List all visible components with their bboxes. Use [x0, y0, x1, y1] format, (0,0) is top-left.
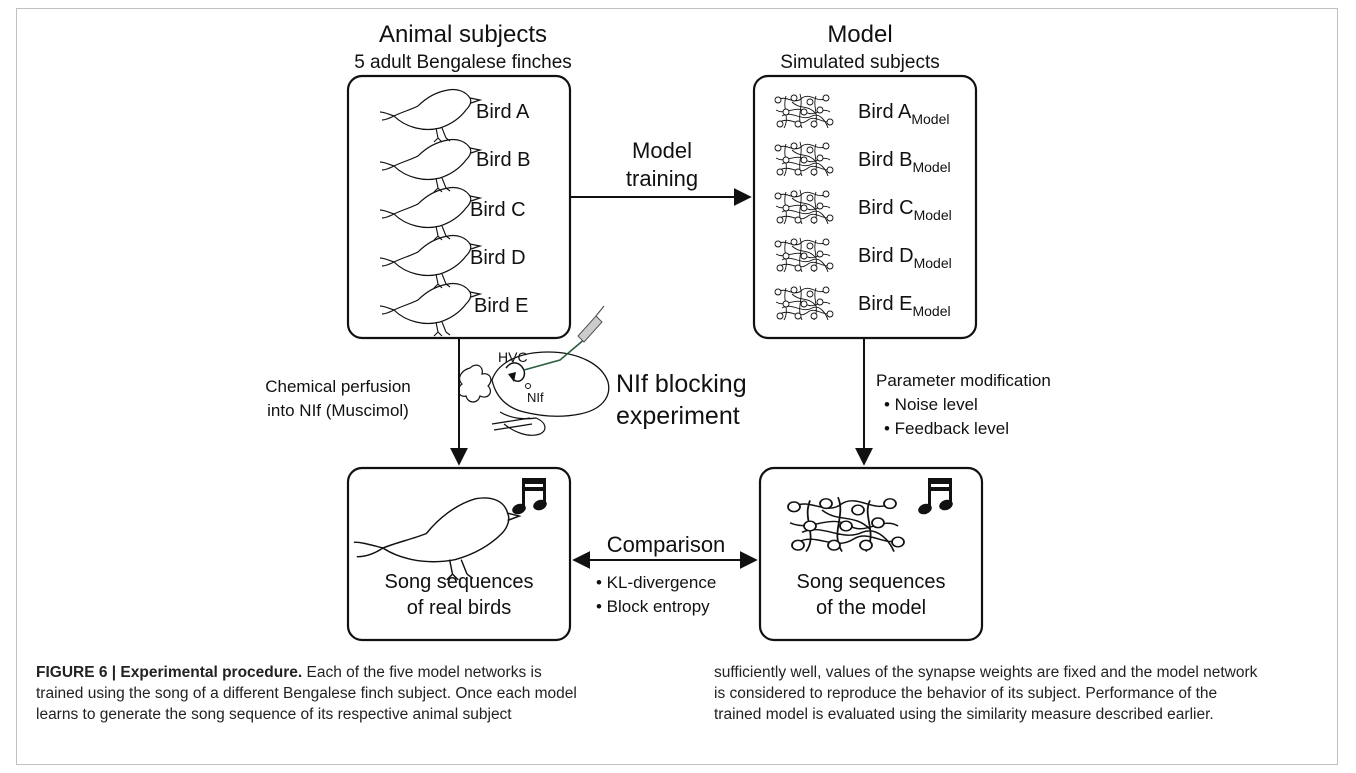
- nif-blocking-label-line2: experiment: [616, 402, 740, 430]
- animal-subjects-title: Animal subjects: [379, 21, 547, 48]
- parameter-modification-title: Parameter modification: [876, 371, 1051, 390]
- model-bird-label: Bird DModel: [858, 245, 952, 271]
- finch-icon: [353, 497, 522, 581]
- hvc-label: HVC: [498, 349, 528, 365]
- bird-label: Bird D: [470, 247, 526, 269]
- caption-text: Each of the five model networks is: [302, 664, 542, 681]
- model-bird-b-row: Bird BModel: [774, 141, 951, 177]
- comparison-item: • Block entropy: [596, 597, 710, 616]
- experimental-procedure-diagram: Animal subjects 5 adult Bengalese finche…: [265, 21, 1051, 642]
- caption-line: learns to generate the song sequence of …: [36, 706, 512, 723]
- bird-c-row: Bird C: [379, 186, 526, 241]
- parameter-item: • Noise level: [884, 395, 978, 414]
- caption-line: sufficiently well, values of the synapse…: [714, 664, 1258, 681]
- caption-line: FIGURE 6 | Experimental procedure. Each …: [36, 662, 596, 683]
- figure-caption-left: FIGURE 6 | Experimental procedure. Each …: [36, 662, 596, 725]
- bird-label: Bird E: [474, 295, 528, 317]
- figure-caption-right: sufficiently well, values of the synapse…: [714, 662, 1294, 725]
- model-subtitle: Simulated subjects: [780, 52, 939, 73]
- animal-subjects-subtitle: 5 adult Bengalese finches: [354, 52, 572, 73]
- model-bird-label: Bird AModel: [858, 101, 950, 127]
- bird-e-row: Bird E: [379, 282, 528, 337]
- figure-label: FIGURE 6 | Experimental procedure.: [36, 664, 303, 681]
- real-birds-label-line2: of real birds: [407, 597, 512, 619]
- model-bird-label: Bird BModel: [858, 149, 951, 175]
- model-songs-label-line2: of the model: [816, 597, 926, 619]
- bird-label: Bird A: [476, 101, 530, 123]
- model-bird-label: Bird CModel: [858, 197, 952, 223]
- comparison-item: • KL-divergence: [596, 573, 716, 592]
- model-songs-label-line1: Song sequences: [796, 571, 945, 593]
- perfusion-label-line2: into NIf (Muscimol): [267, 401, 409, 420]
- bird-label: Bird B: [476, 149, 530, 171]
- model-title: Model: [827, 21, 892, 48]
- nif-blocking-label-line1: NIf blocking: [616, 370, 747, 398]
- bird-b-row: Bird B: [379, 138, 530, 193]
- model-bird-a-row: Bird AModel: [774, 93, 950, 129]
- bird-d-row: Bird D: [379, 234, 526, 289]
- parameter-item: • Feedback level: [884, 419, 1009, 438]
- model-training-label-line1: Model: [632, 138, 692, 163]
- brain-icon: [457, 305, 610, 436]
- model-bird-e-row: Bird EModel: [774, 285, 951, 321]
- figure-frame: [16, 8, 1338, 765]
- caption-line: trained model is evaluated using the sim…: [714, 706, 1214, 723]
- perfusion-label-line1: Chemical perfusion: [265, 377, 411, 396]
- nif-label: NIf: [527, 390, 544, 405]
- comparison-title: Comparison: [607, 532, 726, 557]
- bird-label: Bird C: [470, 199, 526, 221]
- model-bird-d-row: Bird DModel: [774, 237, 952, 273]
- bird-a-row: Bird A: [379, 88, 530, 143]
- model-training-label-line2: training: [626, 166, 698, 191]
- real-birds-label-line1: Song sequences: [384, 571, 533, 593]
- model-bird-label: Bird EModel: [858, 293, 951, 319]
- caption-line: trained using the song of a different Be…: [36, 685, 577, 702]
- model-bird-c-row: Bird CModel: [774, 189, 952, 225]
- animal-subjects-box: [346, 74, 572, 340]
- caption-line: is considered to reproduce the behavior …: [714, 685, 1218, 702]
